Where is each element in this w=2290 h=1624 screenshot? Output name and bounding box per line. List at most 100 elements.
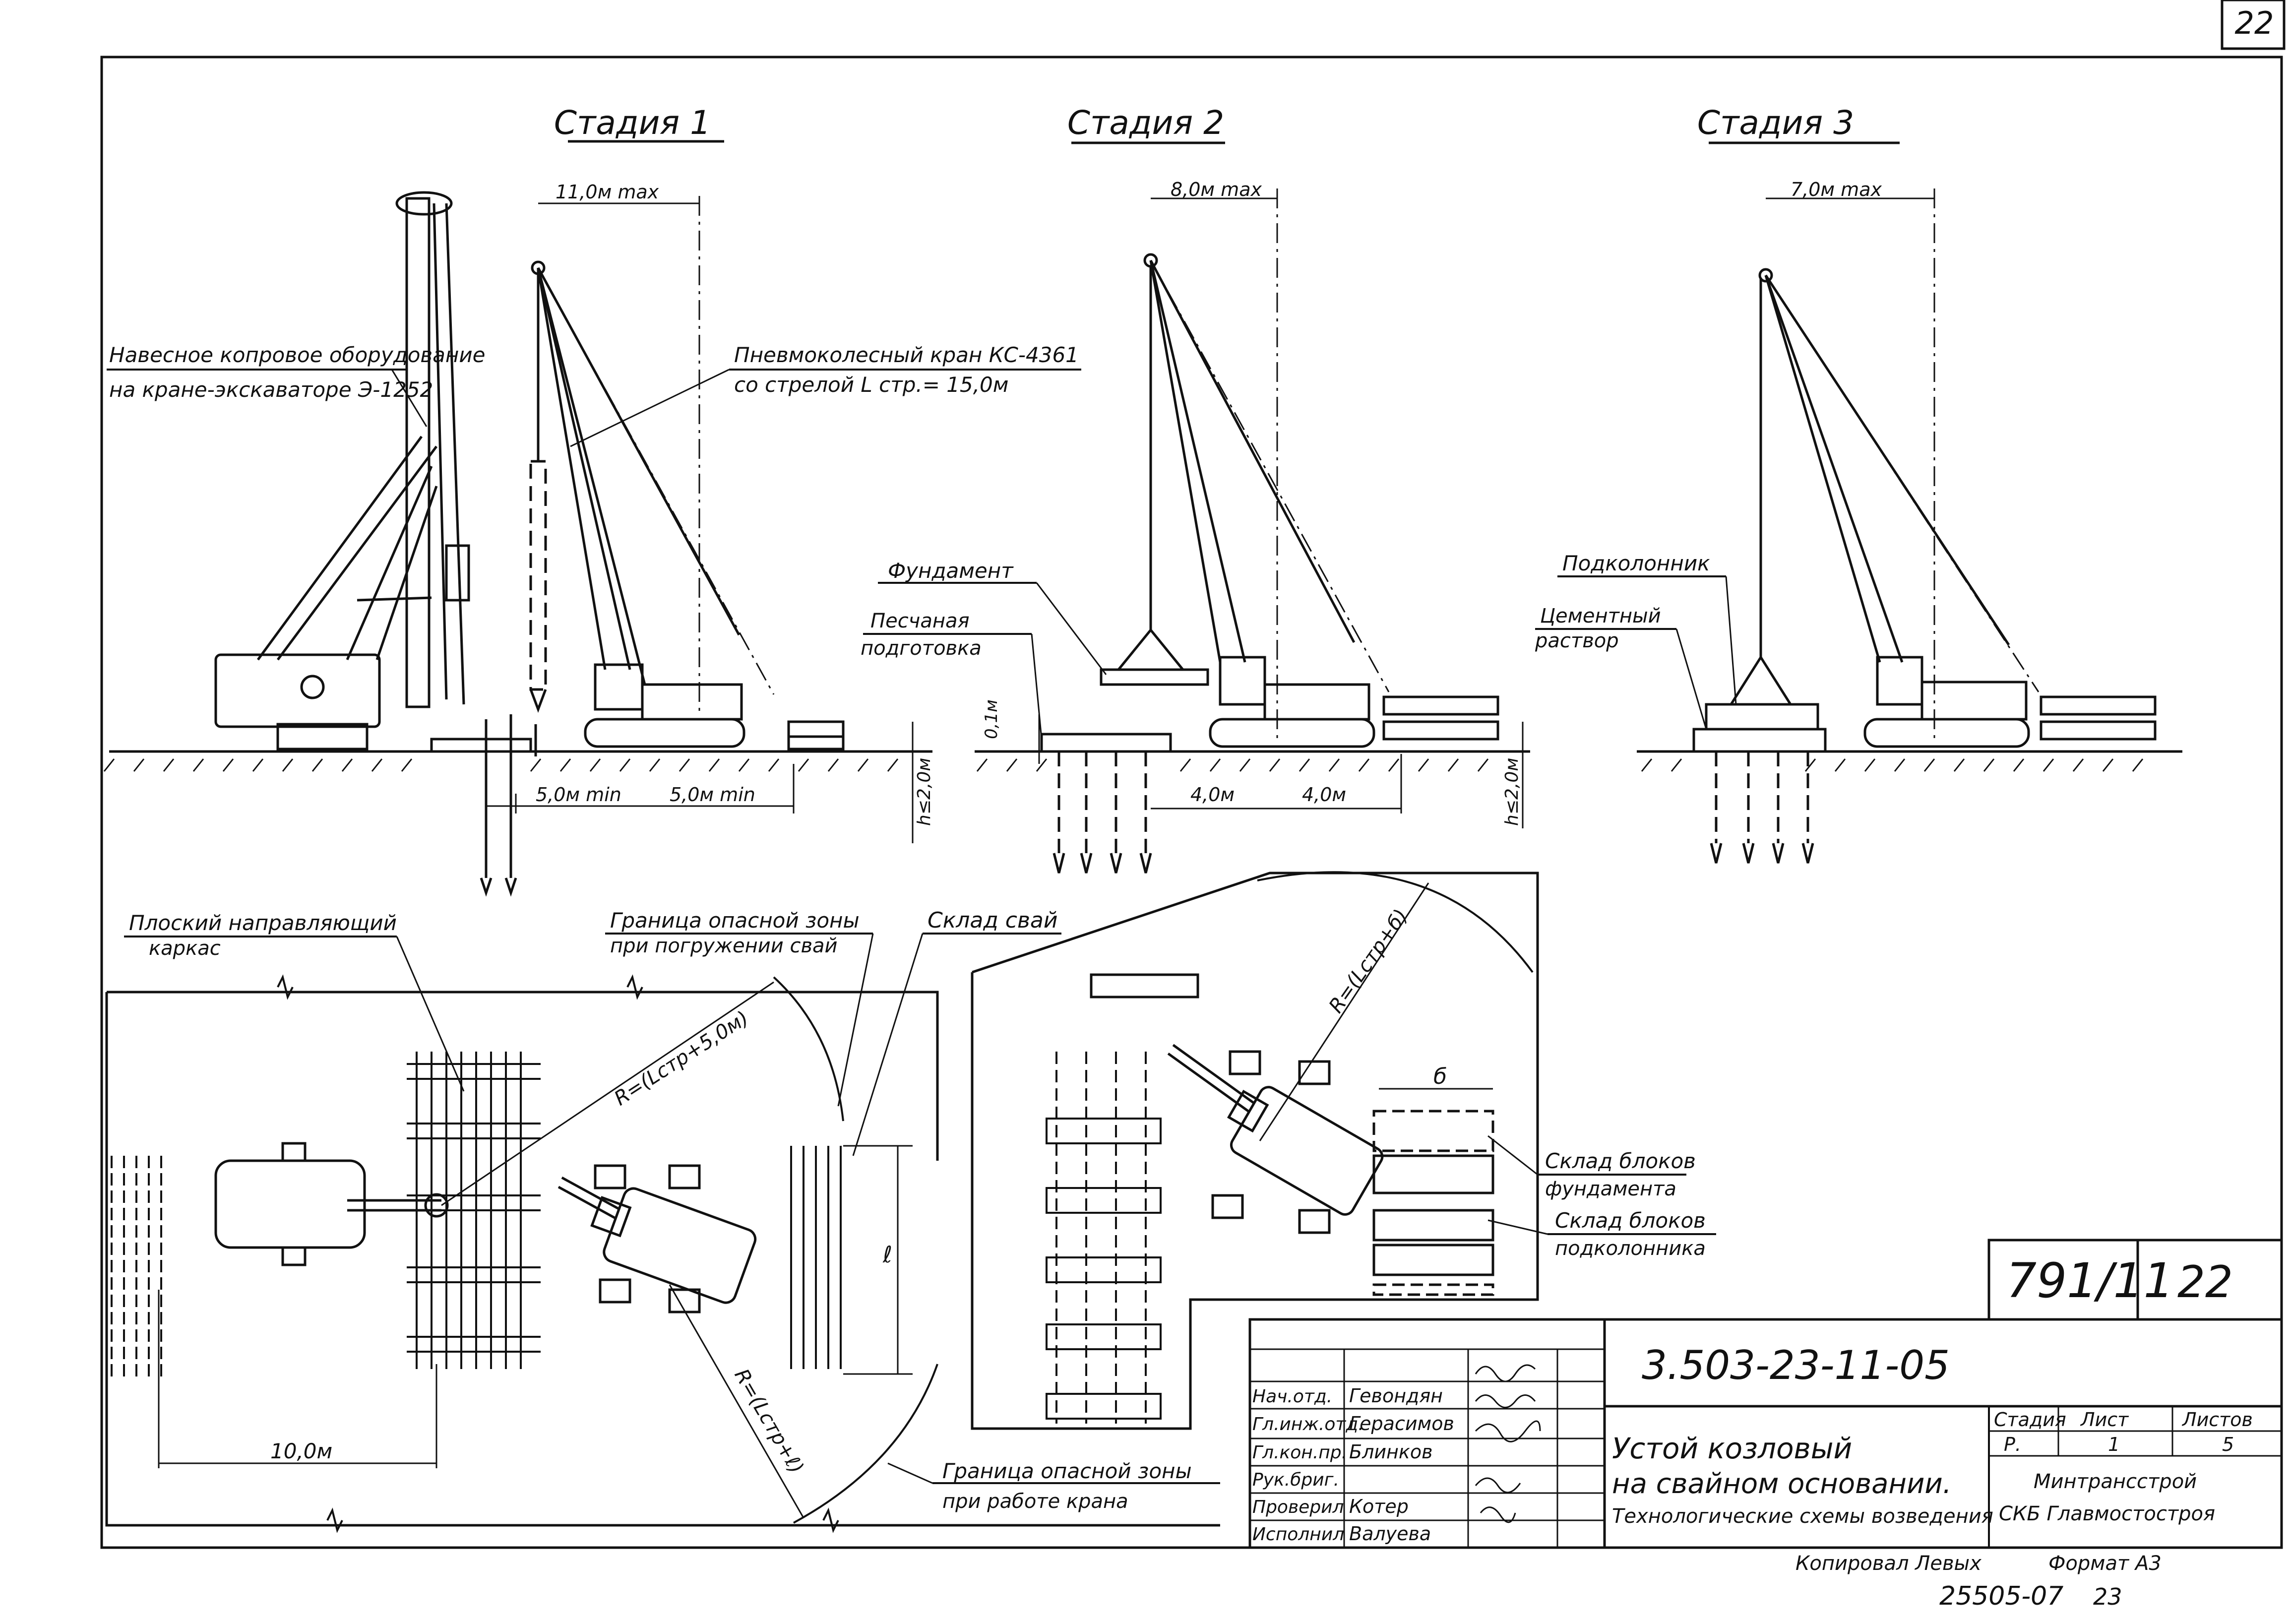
dim-b: б <box>1433 1064 1447 1089</box>
label-pedestal: Подколонник <box>1562 551 1710 575</box>
stage-1-reach-dim: 11,0м max <box>556 181 659 203</box>
label-storage-pedestal-line2: подколонника <box>1555 1237 1706 1260</box>
excavator-body <box>214 653 381 728</box>
name-6: Валуева <box>1349 1523 1431 1545</box>
label-foundation: Фундамент <box>888 559 1014 583</box>
role-6: Исполнил <box>1252 1524 1344 1545</box>
stage-2-right-dim: 4,0м <box>1302 784 1346 806</box>
stage-2-depth-dim: h≤2,0м <box>1502 758 1522 826</box>
foundation-block <box>1100 668 1209 686</box>
col-sheets: Листов <box>2181 1409 2253 1431</box>
name-1: Гевондян <box>1349 1385 1443 1407</box>
title-sheet-number: 22 <box>2177 1256 2233 1308</box>
label-danger-piling-line1: Граница опасной зоны <box>610 908 860 933</box>
stage-1-section <box>103 191 932 897</box>
label-mortar-line2: раствор <box>1535 629 1619 652</box>
stage-1-right-dim: 5,0м min <box>670 784 755 806</box>
label-pile-storage: Склад свай <box>928 908 1057 933</box>
label-storage-foundation-line2: фундамента <box>1545 1178 1676 1200</box>
col-sheet: Лист <box>2080 1409 2129 1431</box>
excavator-tracks <box>276 723 369 750</box>
role-2: Гл.инж.отд. <box>1252 1414 1364 1435</box>
val-sheets: 5 <box>2222 1434 2234 1455</box>
footer-copied: Копировал Левых <box>1795 1552 1981 1575</box>
footer: Копировал Левых Формат А3 25505-07 23 <box>1795 1552 2162 1611</box>
stage-3-heading: Стадия 3 <box>1697 104 1854 142</box>
title-line1: Устой козловый <box>1612 1432 1852 1465</box>
name-3: Блинков <box>1349 1441 1433 1463</box>
role-5: Проверил <box>1252 1497 1344 1517</box>
role-1: Нач.отд. <box>1252 1386 1332 1407</box>
title-line2: на свайном основании. <box>1612 1468 1952 1500</box>
stage-1-labels: Навесное копровое оборудование на кране-… <box>107 181 1081 826</box>
drawing-number: 791/11 <box>2006 1253 2174 1309</box>
page-number: 22 <box>2235 5 2274 41</box>
label-pile-driver-line1: Навесное копровое оборудование <box>109 343 486 367</box>
label-storage-foundation-line1: Склад блоков <box>1545 1149 1696 1173</box>
name-2: Герасимов <box>1349 1413 1454 1435</box>
label-danger-crane-line1: Граница опасной зоны <box>942 1459 1192 1483</box>
crane-cab <box>594 663 644 711</box>
label-crane-line1: Пневмоколесный кран КС-4361 <box>734 343 1079 367</box>
val-sheet: 1 <box>2108 1434 2120 1455</box>
title-block-text: 791/11 22 3.503-23-11-05 Устой козловый … <box>1252 1253 2253 1545</box>
pile-driver-mast <box>405 197 431 708</box>
stage-2-heading: Стадия 2 <box>1067 104 1224 142</box>
stage-2-sand-dim: 0,1м <box>982 699 1001 739</box>
label-danger-piling-line2: при погружении свай <box>610 935 838 957</box>
label-sand-line2: подготовка <box>861 637 982 660</box>
stage-1-left-dim: 5,0м min <box>536 784 621 806</box>
org-line1: Минтрансстрой <box>2034 1470 2197 1493</box>
plan-1-boundary-top <box>107 991 939 1161</box>
stage-1-heading: Стадия 1 <box>554 104 711 142</box>
label-length: ℓ <box>882 1241 892 1268</box>
stage-3-reach-dim: 7,0м max <box>1791 179 1882 200</box>
stage-2-section <box>975 188 1530 874</box>
pedestal-block <box>1705 703 1819 731</box>
foundation-stage3 <box>1692 728 1827 753</box>
label-radius-2: R=(Lстр+ℓ) <box>730 1365 808 1478</box>
footer-archive-sheet: 23 <box>2093 1583 2122 1610</box>
label-crane-line2: со стрелой L стр.= 15,0м <box>734 373 1008 397</box>
label-radius-1: R=(Lстр+5,0м) <box>610 1006 752 1110</box>
label-radius-plan2: R=(Lстр+б) <box>1325 905 1413 1017</box>
sand-cushion <box>1040 733 1172 753</box>
signature-names: Гевондян Герасимов Блинков Котер Валуева <box>1349 1385 1454 1545</box>
title-subtitle: Технологические схемы возведения <box>1612 1505 1993 1528</box>
label-frame-line1: Плоский направляющий <box>129 911 397 935</box>
title-block <box>1248 1239 2283 1549</box>
label-sand-line1: Песчаная <box>870 610 970 632</box>
stage-2-reach-dim: 8,0м max <box>1171 179 1262 200</box>
stage-3-labels: Подколонник Цементный раствор 7,0м max <box>1535 179 1882 730</box>
label-frame-line2: каркас <box>149 937 221 960</box>
stage-headings: Стадия 1 Стадия 2 Стадия 3 <box>554 104 1900 144</box>
signatures <box>1475 1364 1541 1523</box>
label-mortar-line1: Цементный <box>1540 605 1661 627</box>
footer-format: Формат А3 <box>2048 1552 2162 1575</box>
page-number-box <box>2221 0 2286 50</box>
name-5: Котер <box>1349 1496 1409 1517</box>
stage-2-left-dim: 4,0м <box>1190 784 1235 806</box>
stage-1-depth-dim: h≤2,0м <box>914 758 934 826</box>
col-stage: Стадия <box>1994 1409 2066 1431</box>
label-danger-crane-line2: при работе крана <box>942 1490 1128 1513</box>
org-line2: СКБ Главмостостроя <box>1999 1502 2215 1525</box>
crane-wheels <box>584 718 745 748</box>
plan-1-boundary-bottom <box>105 992 1220 1527</box>
stage-3-section <box>1637 188 2182 864</box>
plan-1 <box>105 974 1220 1533</box>
role-4: Рук.бриг. <box>1252 1470 1339 1490</box>
label-pile-driver-line2: на кране-экскаваторе Э-1252 <box>109 377 433 402</box>
label-storage-pedestal-line1: Склад блоков <box>1555 1208 1706 1233</box>
plan-2-labels: R=(Lстр+б) б Склад блоков фундамента Скл… <box>1325 905 1716 1260</box>
plan-2 <box>971 871 1539 1430</box>
stage-2-labels: Фундамент Песчаная подготовка 8,0м max 0… <box>861 179 1522 826</box>
role-3: Гл.кон.пр. <box>1252 1442 1347 1463</box>
dim-width: 10,0м <box>270 1439 332 1463</box>
footer-archive: 25505-07 <box>1939 1581 2063 1611</box>
drawing-code: 3.503-23-11-05 <box>1642 1342 1950 1388</box>
signature-roles: Нач.отд. Гл.инж.отд. Гл.кон.пр. Рук.бриг… <box>1252 1386 1364 1545</box>
sheet-frame <box>100 56 2283 1549</box>
val-stage: Р. <box>2004 1434 2021 1455</box>
